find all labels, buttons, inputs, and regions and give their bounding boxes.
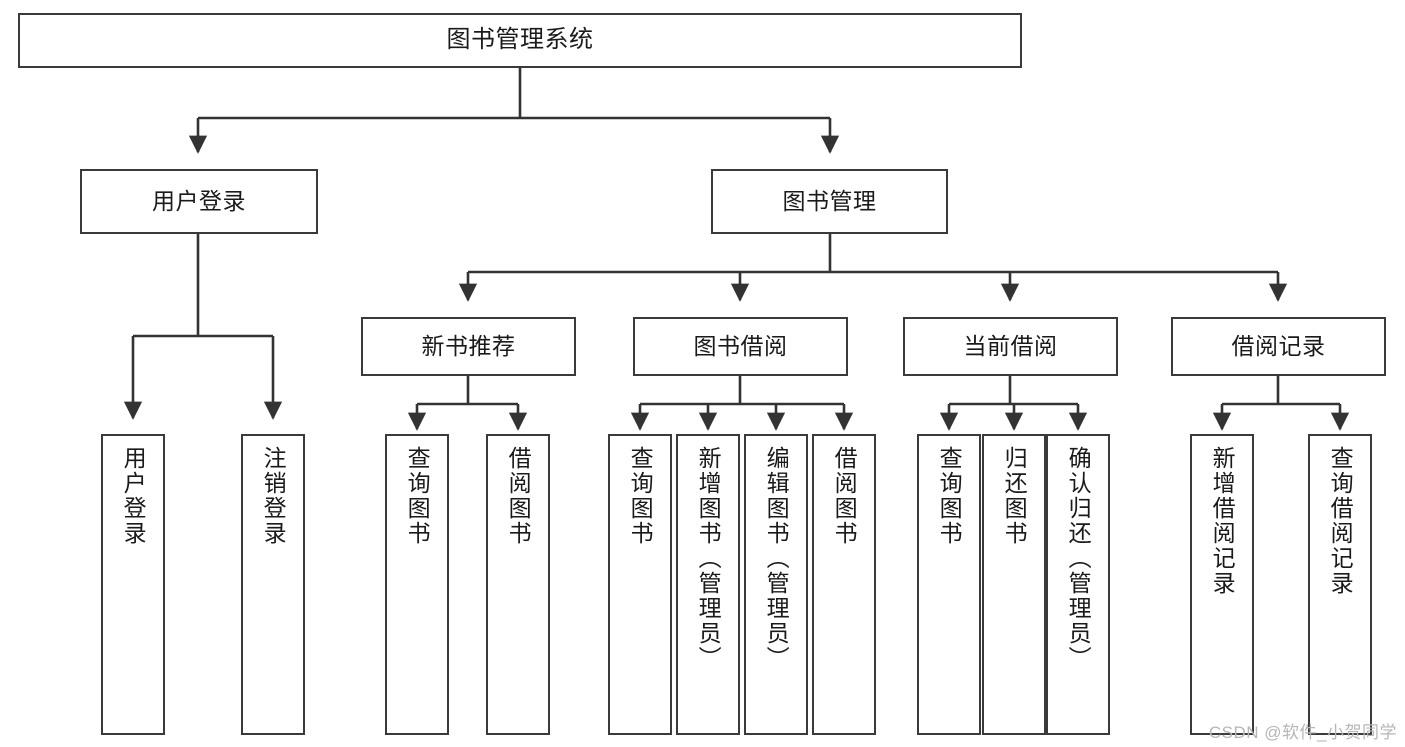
node-label: 图书管理系统 xyxy=(446,26,594,54)
leaf-current-borrow-query[interactable]: 查询图书 xyxy=(917,434,981,735)
node-label: 借阅图书 xyxy=(505,446,532,546)
node-label: 确认归还（管理员） xyxy=(1065,446,1092,671)
node-book-management[interactable]: 图书管理 xyxy=(711,169,948,234)
node-label: 查询图书 xyxy=(936,446,963,546)
leaf-current-borrow-confirm-return[interactable]: 确认归还（管理员） xyxy=(1046,434,1110,735)
node-label: 新增借阅记录 xyxy=(1209,446,1236,596)
node-borrow-record[interactable]: 借阅记录 xyxy=(1171,317,1386,376)
leaf-new-book-query[interactable]: 查询图书 xyxy=(385,434,449,735)
node-label: 编辑图书（管理员） xyxy=(763,446,790,671)
leaf-borrow-record-query[interactable]: 查询借阅记录 xyxy=(1308,434,1372,735)
node-current-borrow[interactable]: 当前借阅 xyxy=(903,317,1118,376)
leaf-book-borrow-add[interactable]: 新增图书（管理员） xyxy=(676,434,740,735)
node-label: 查询图书 xyxy=(627,446,654,546)
node-label: 用户登录 xyxy=(120,446,147,546)
node-label: 注销登录 xyxy=(260,446,287,546)
node-label: 查询借阅记录 xyxy=(1327,446,1354,596)
node-label: 图书管理 xyxy=(782,187,877,214)
leaf-current-borrow-return[interactable]: 归还图书 xyxy=(982,434,1046,735)
node-label: 归还图书 xyxy=(1001,446,1028,546)
leaf-user-login-logout[interactable]: 注销登录 xyxy=(241,434,305,735)
node-book-borrow[interactable]: 图书借阅 xyxy=(633,317,848,376)
leaf-book-borrow-query[interactable]: 查询图书 xyxy=(608,434,672,735)
node-label: 借阅图书 xyxy=(831,446,858,546)
node-label: 当前借阅 xyxy=(963,332,1058,359)
leaf-user-login-login[interactable]: 用户登录 xyxy=(101,434,165,735)
node-new-book-recommend[interactable]: 新书推荐 xyxy=(361,317,576,376)
node-label: 图书借阅 xyxy=(693,332,788,359)
node-root-system[interactable]: 图书管理系统 xyxy=(18,13,1022,68)
leaf-book-borrow-edit[interactable]: 编辑图书（管理员） xyxy=(744,434,808,735)
node-label: 查询图书 xyxy=(404,446,431,546)
watermark: CSDN @软件_小贺同学 xyxy=(1208,723,1397,742)
node-user-login[interactable]: 用户登录 xyxy=(80,169,318,234)
node-label: 用户登录 xyxy=(152,187,246,214)
node-label: 新书推荐 xyxy=(421,332,516,359)
leaf-new-book-borrow[interactable]: 借阅图书 xyxy=(486,434,550,735)
leaf-borrow-record-add[interactable]: 新增借阅记录 xyxy=(1190,434,1254,735)
node-label: 借阅记录 xyxy=(1231,332,1326,359)
leaf-book-borrow-borrow[interactable]: 借阅图书 xyxy=(812,434,876,735)
node-label: 新增图书（管理员） xyxy=(695,446,722,671)
